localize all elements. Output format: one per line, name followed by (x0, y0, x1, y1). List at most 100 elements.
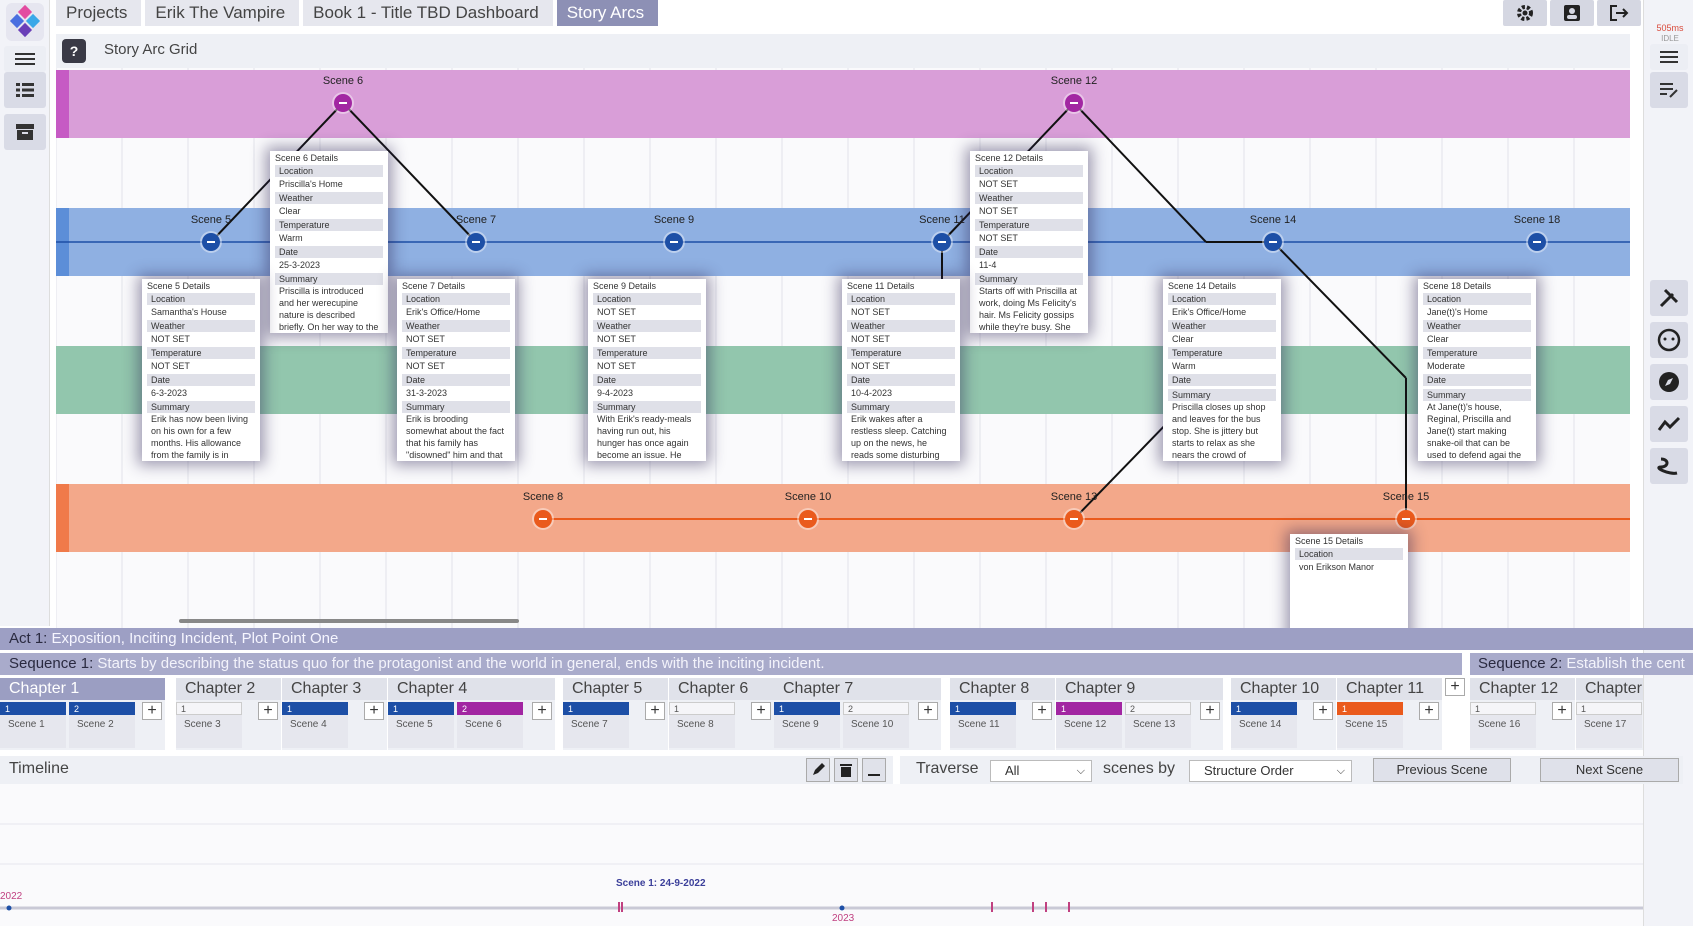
chapter-name[interactable]: Chapter 12 (1470, 678, 1575, 700)
minimize-icon[interactable] (862, 758, 886, 782)
scene-node[interactable] (933, 233, 951, 251)
add-scene-button[interactable]: + (258, 702, 278, 720)
add-scene-button[interactable]: + (1032, 702, 1052, 720)
scene-node[interactable] (1528, 233, 1546, 251)
archive-icon[interactable] (4, 114, 46, 150)
scene-node[interactable] (1065, 510, 1083, 528)
next-scene-button[interactable]: Next Scene (1540, 758, 1679, 782)
breadcrumb-current[interactable]: Story Arcs (556, 0, 659, 26)
scene-node[interactable] (1397, 510, 1415, 528)
add-scene-button[interactable]: + (364, 702, 384, 720)
sequence-2-bar[interactable]: Sequence 2: Establish the cent (1470, 653, 1693, 675)
list-view-icon[interactable] (4, 72, 46, 108)
chapter-name[interactable]: Chapter 1 (0, 678, 165, 700)
right-menu-icon[interactable] (1650, 44, 1688, 70)
scene-node[interactable] (334, 94, 352, 112)
scene-node[interactable] (467, 233, 485, 251)
compass-icon[interactable] (1650, 364, 1688, 400)
scene-node[interactable] (799, 510, 817, 528)
breadcrumb-project[interactable]: Erik The Vampire (145, 0, 300, 26)
settings-gear-icon[interactable] (1503, 0, 1547, 26)
add-scene-button[interactable]: + (1419, 702, 1439, 720)
arc-chart-icon[interactable] (1650, 406, 1688, 442)
notes-icon[interactable] (1650, 72, 1688, 108)
chapter-name[interactable]: Chapter 13 (1576, 678, 1643, 719)
scene-node[interactable] (202, 233, 220, 251)
breadcrumb-projects[interactable]: Projects (56, 0, 142, 26)
help-button[interactable]: ? (62, 39, 86, 63)
chapter-name[interactable]: Chapter 2 (176, 678, 281, 700)
add-scene-button[interactable]: + (1552, 702, 1572, 720)
chapter-name[interactable]: Chapter 7 (774, 678, 941, 700)
order-select[interactable]: Structure Order⌵ (1189, 760, 1352, 782)
chapter-name[interactable]: Chapter 4 (388, 678, 555, 700)
breadcrumb-book[interactable]: Book 1 - Title TBD Dashboard (303, 0, 553, 26)
add-scene-button[interactable]: + (918, 702, 938, 720)
menu-toggle-icon[interactable] (4, 46, 46, 72)
chapter-name[interactable]: Chapter 3 (282, 678, 387, 700)
previous-scene-button[interactable]: Previous Scene (1373, 758, 1511, 782)
add-scene-button[interactable]: + (1200, 702, 1220, 720)
sequence-1-bar[interactable]: Sequence 1: Starts by describing the sta… (0, 653, 1462, 675)
plot-thread-icon[interactable] (1650, 448, 1688, 484)
app-logo[interactable] (6, 3, 44, 41)
chapter-name[interactable]: Chapter 5 (563, 678, 668, 700)
profile-icon[interactable] (1550, 0, 1594, 26)
chapter-block[interactable]: Chapter 131Scene 17 (1576, 678, 1643, 750)
scene-node[interactable] (1264, 233, 1282, 251)
chapter-name[interactable]: Chapter 9 (1056, 678, 1223, 700)
chapter-name[interactable]: Chapter 6 (669, 678, 774, 700)
tools-icon[interactable] (1650, 280, 1688, 316)
character-icon[interactable] (1650, 322, 1688, 358)
add-scene-button[interactable]: + (751, 702, 771, 720)
chapter-name[interactable]: Chapter 8 (950, 678, 1055, 700)
chapter-name[interactable]: Chapter 11 (1337, 678, 1442, 700)
timeline-area[interactable]: Scene 1: 24-9-2022 2022 2023 (0, 784, 1643, 926)
edit-pencil-icon[interactable] (806, 758, 830, 782)
add-scene-button[interactable]: + (532, 702, 552, 720)
add-scene-button[interactable]: + (1313, 702, 1333, 720)
scene-node[interactable] (665, 233, 683, 251)
traverse-select[interactable]: All⌵ (990, 760, 1092, 782)
logout-icon[interactable] (1597, 0, 1641, 26)
scene-node[interactable] (1065, 94, 1083, 112)
add-scene-button[interactable]: + (645, 702, 665, 720)
